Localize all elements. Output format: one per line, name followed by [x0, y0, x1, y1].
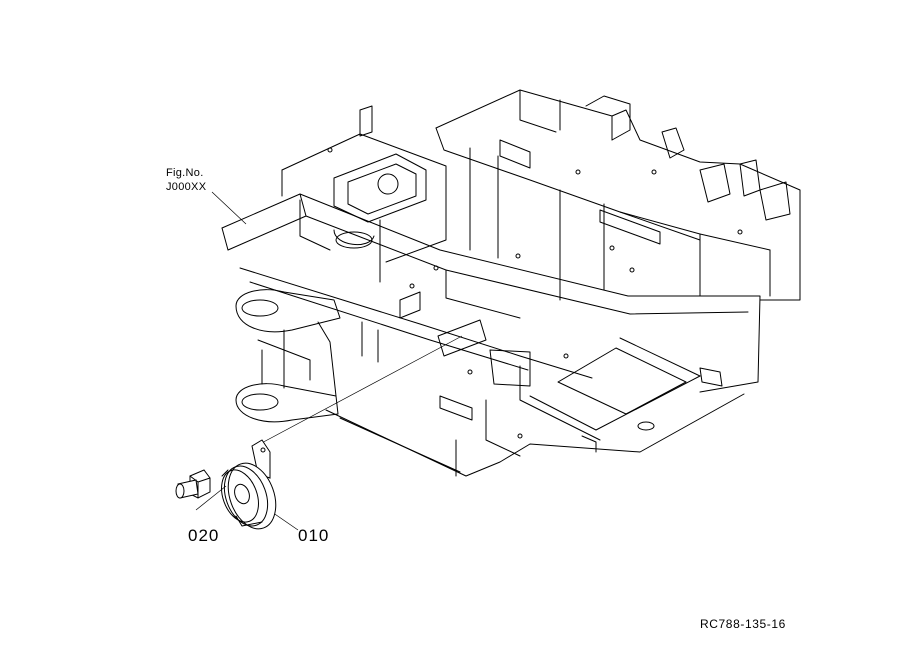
part-number-010: 010 [298, 526, 330, 545]
figure-label-line2: J000XX [166, 181, 207, 193]
frame-lower-floor [325, 291, 745, 477]
figure-label-line1: Fig.No. [166, 167, 204, 179]
drawing-code: RC788-135-16 [700, 617, 786, 631]
frame-rear-structure [435, 89, 801, 301]
bolt-part-020 [175, 469, 211, 499]
frame-swing-brackets [235, 289, 341, 423]
frame-upper-deck [221, 193, 761, 393]
part-number-020: 020 [188, 526, 220, 545]
frame-left-pedestal [281, 105, 447, 283]
horn-part-010 [221, 439, 277, 530]
figure-reference-label: Fig.No. J000XX [166, 166, 206, 194]
frame-fastener-holes [327, 147, 743, 439]
